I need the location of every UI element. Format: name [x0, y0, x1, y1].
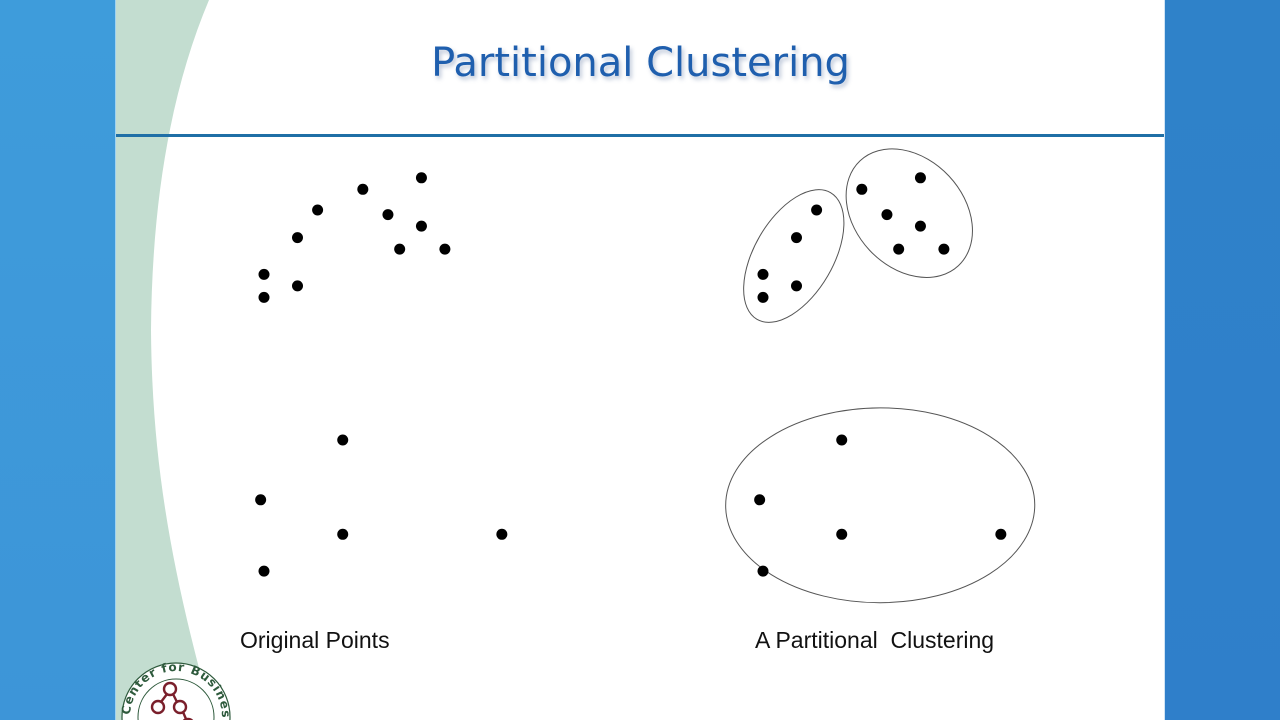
clustered-point — [836, 528, 848, 540]
caption-original-points: Original Points — [240, 627, 390, 653]
clustered-point — [811, 204, 823, 216]
data-point — [496, 528, 508, 540]
data-point — [382, 209, 394, 221]
data-point — [337, 528, 349, 540]
clustered-point — [914, 220, 926, 232]
background-left-panel — [0, 0, 116, 720]
clustered-point — [938, 243, 950, 255]
clustered-point — [856, 183, 868, 195]
data-point — [357, 183, 369, 195]
slide-edge-left — [115, 0, 116, 720]
clustered-point — [791, 280, 802, 292]
clustered-point — [757, 268, 769, 280]
tree-icon — [150, 681, 194, 720]
data-point — [312, 204, 324, 216]
clustered-point — [914, 172, 926, 184]
data-point — [258, 268, 270, 280]
data-point — [258, 291, 270, 303]
clustering-figure — [255, 148, 1036, 604]
decorative-green-band — [116, 0, 213, 720]
data-point — [258, 565, 270, 577]
cluster-boundary-1 — [743, 189, 845, 323]
background-right-panel — [1165, 0, 1280, 720]
data-point — [394, 243, 406, 255]
data-point — [415, 220, 427, 232]
center-logo: Center for Business Intelligence — [120, 655, 232, 720]
cluster-boundary-2 — [845, 148, 973, 278]
data-point — [337, 434, 349, 446]
partitional-clustering-plot — [725, 148, 1036, 604]
clustered-point — [791, 232, 802, 244]
caption-partitional-clustering: A Partitional Clustering — [755, 627, 995, 653]
data-point — [292, 280, 303, 292]
title-divider — [116, 134, 1165, 137]
slide-title: Partitional Clustering — [431, 40, 850, 86]
clustered-point — [881, 209, 893, 221]
clustered-point — [754, 494, 766, 506]
logo-inner-ring — [137, 678, 215, 720]
data-point — [415, 172, 427, 184]
original-points-plot — [255, 172, 508, 577]
clustered-point — [757, 291, 769, 303]
clustered-point — [836, 434, 848, 446]
slide-edge-right — [1164, 0, 1165, 720]
clustered-point — [893, 243, 905, 255]
data-point — [439, 243, 451, 255]
data-point — [292, 232, 303, 244]
cluster-boundary-3 — [725, 407, 1036, 604]
clustered-point — [995, 528, 1007, 540]
slide: Partitional Clustering Original Points A… — [116, 0, 1165, 720]
data-point — [255, 494, 267, 506]
clustered-point — [757, 565, 769, 577]
